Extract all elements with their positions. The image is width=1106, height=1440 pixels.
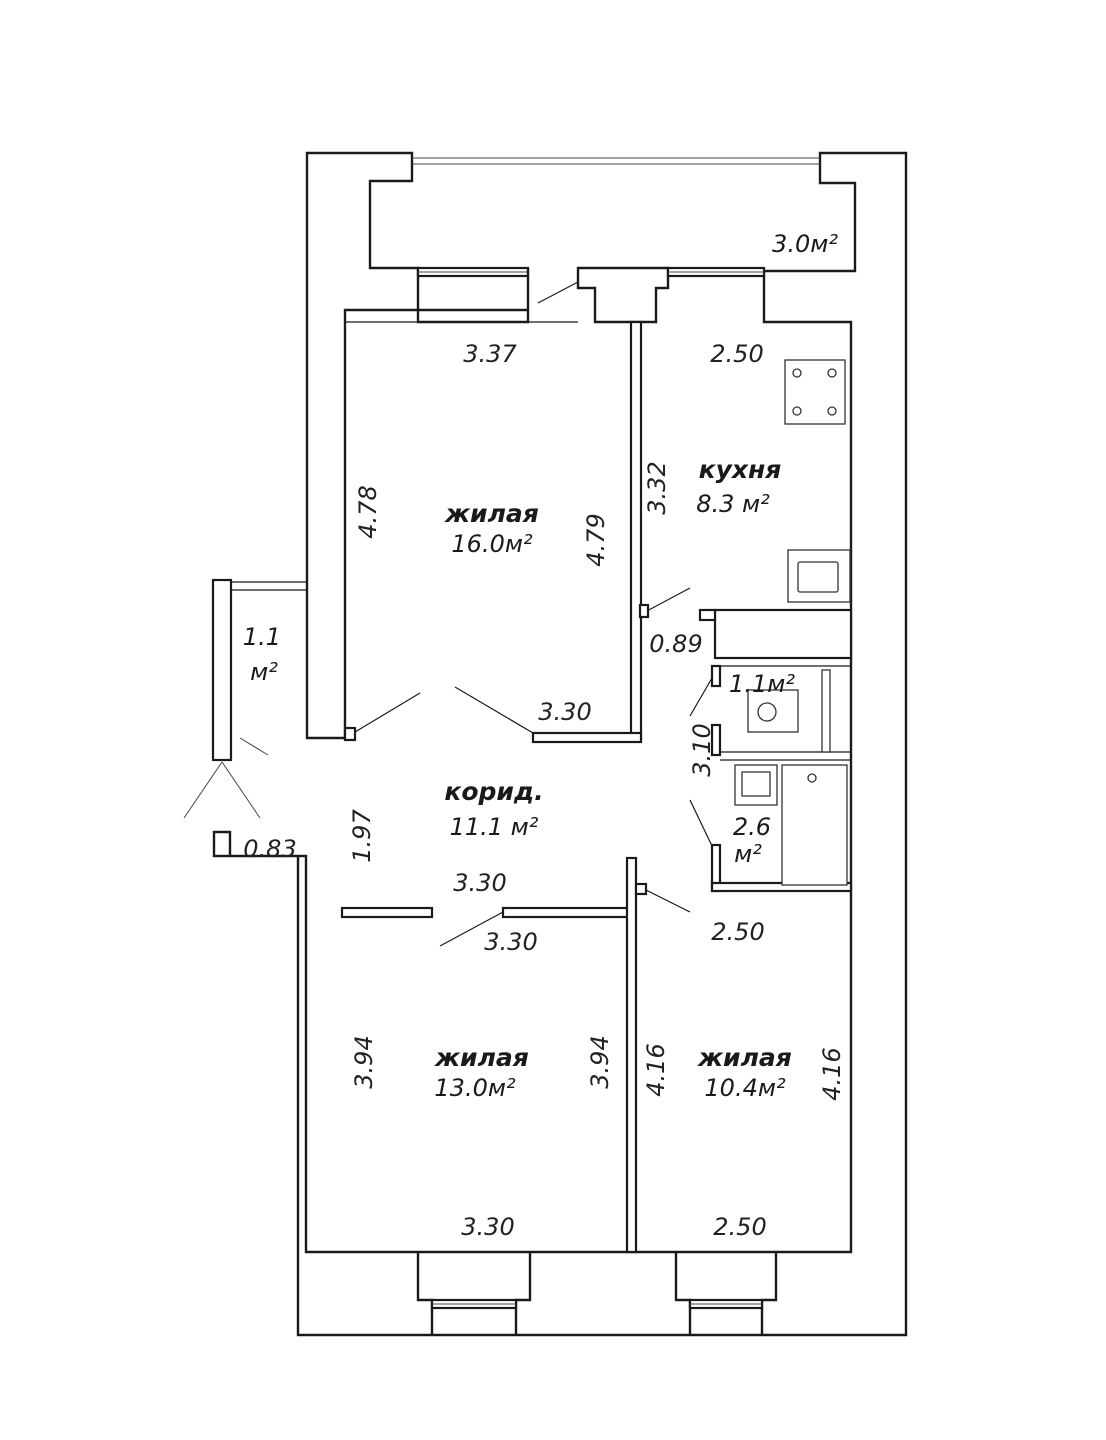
dim-living-top-left-height: 4.78 <box>354 485 382 538</box>
balcony-left-area-value: 1.1 <box>243 623 281 651</box>
washbasin-icon <box>734 764 778 806</box>
dim-living-top-width: 3.37 <box>463 340 517 368</box>
door-jamb <box>634 882 648 896</box>
entrance-door-swing <box>221 761 261 819</box>
dim-hall-niche-width: 0.89 <box>649 630 702 658</box>
room-name-living-top: жилая <box>444 499 539 528</box>
partition-wall <box>698 608 717 622</box>
dim-bottom-right-right-height: 4.16 <box>818 1047 846 1100</box>
partition-wall <box>501 906 631 919</box>
entrance-door-swing <box>183 761 223 819</box>
partition-wall <box>629 320 643 742</box>
dim-kitchen-height: 3.32 <box>643 461 671 514</box>
dim-bottom-left-left-height: 3.94 <box>350 1035 378 1088</box>
wall-pier <box>416 1252 434 1335</box>
door-swing <box>239 737 269 756</box>
exterior-wall <box>305 151 420 740</box>
balcony-left-area-unit: м² <box>250 658 278 686</box>
wall-pier <box>674 1252 692 1335</box>
door-swing <box>454 686 534 734</box>
room-area-living-top: 16.0м² <box>451 530 533 558</box>
bathtub-icon <box>781 764 848 886</box>
bathroom-area-value: 2.6 <box>733 813 771 841</box>
room-name-kitchen: кухня <box>699 455 782 484</box>
wc-wall <box>710 664 722 688</box>
dim-wc-height: 3.10 <box>688 723 716 776</box>
toilet-icon <box>747 669 831 753</box>
bathroom-area-unit: м² <box>734 840 762 868</box>
partition-wall <box>713 608 853 660</box>
bath-door-swing <box>689 799 713 847</box>
wall-pier <box>760 1252 778 1335</box>
partition-wall <box>340 906 434 919</box>
door-swing <box>439 911 504 947</box>
room-area-living-bottom-right: 10.4м² <box>704 1074 786 1102</box>
balcony-top-area: 3.0м² <box>772 230 838 258</box>
dim-bottom-right-top-width: 2.50 <box>711 918 764 946</box>
balcony-door-swing <box>537 281 579 304</box>
balcony-left-slab <box>211 578 233 762</box>
wall-pier <box>514 1252 532 1335</box>
room-area-kitchen: 8.3 м² <box>696 490 770 518</box>
dim-bottom-left-bottom-width: 3.30 <box>461 1213 514 1241</box>
wc-wall <box>710 723 722 757</box>
partition-wall <box>531 731 643 744</box>
exterior-wall <box>212 151 908 1337</box>
door-swing <box>354 692 421 733</box>
toilet-area: 1.1м² <box>729 670 795 698</box>
dim-living-top-right-height: 4.79 <box>582 513 610 566</box>
dim-kitchen-width: 2.50 <box>710 340 763 368</box>
room-name-corridor: корид. <box>444 777 543 806</box>
room-area-corridor: 11.1 м² <box>450 813 539 841</box>
door-swing <box>645 889 691 913</box>
room-area-living-bottom-left: 13.0м² <box>434 1074 516 1102</box>
wc-door-swing <box>689 677 713 717</box>
partition-wall <box>625 856 638 1254</box>
kitchen-door-swing <box>644 587 691 613</box>
kitchen-sink-icon <box>787 549 851 603</box>
wall-pier <box>576 266 670 324</box>
dim-corridor-height: 1.97 <box>348 809 376 863</box>
room-name-living-bottom-right: жилая <box>697 1043 792 1072</box>
stove-icon <box>784 359 846 425</box>
dim-bottom-left-right-height: 3.94 <box>586 1035 614 1088</box>
dim-bottom-right-left-height: 4.16 <box>642 1043 670 1096</box>
dim-entrance-width: 0.83 <box>243 835 296 863</box>
room-name-living-bottom-left: жилая <box>434 1043 529 1072</box>
dim-living-top-bottom-width: 3.30 <box>538 698 591 726</box>
door-jamb <box>638 603 650 619</box>
dim-bottom-right-bottom-width: 2.50 <box>713 1213 766 1241</box>
dim-corridor-width: 3.30 <box>453 869 506 897</box>
door-jamb <box>343 726 357 742</box>
dim-bottom-left-top-width: 3.30 <box>484 928 537 956</box>
